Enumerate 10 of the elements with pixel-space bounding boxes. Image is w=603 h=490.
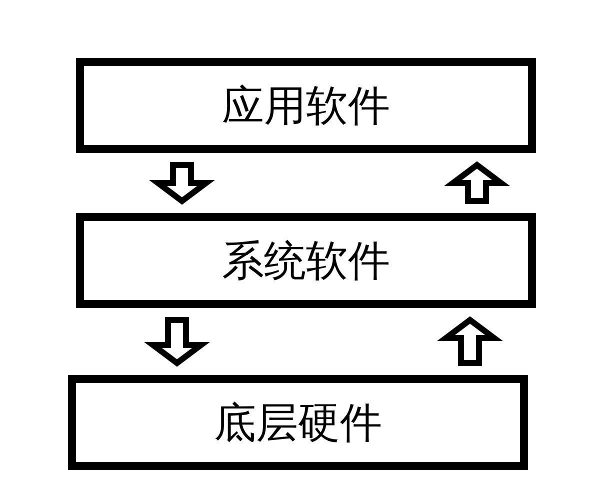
layer-box (76, 213, 536, 308)
block-arrow (149, 162, 215, 205)
layer-label: 底层硬件 (214, 402, 382, 444)
layer-label: 系统软件 (222, 240, 390, 282)
block-arrow (437, 316, 503, 366)
layer-box (68, 375, 528, 470)
block-arrow (444, 161, 510, 204)
layer-label: 应用软件 (222, 84, 390, 126)
block-arrow (144, 317, 210, 367)
layer-box (76, 58, 536, 153)
